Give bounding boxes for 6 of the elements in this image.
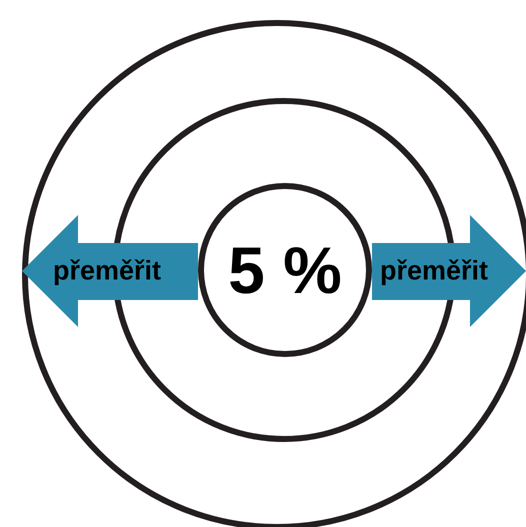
ring [22,20,526,527]
arrow-label: přeměřit [53,258,162,284]
arrow [372,215,526,327]
arrow [22,215,198,327]
percent-value: 5 % [228,237,342,303]
arrow-label: přeměřit [380,258,488,284]
